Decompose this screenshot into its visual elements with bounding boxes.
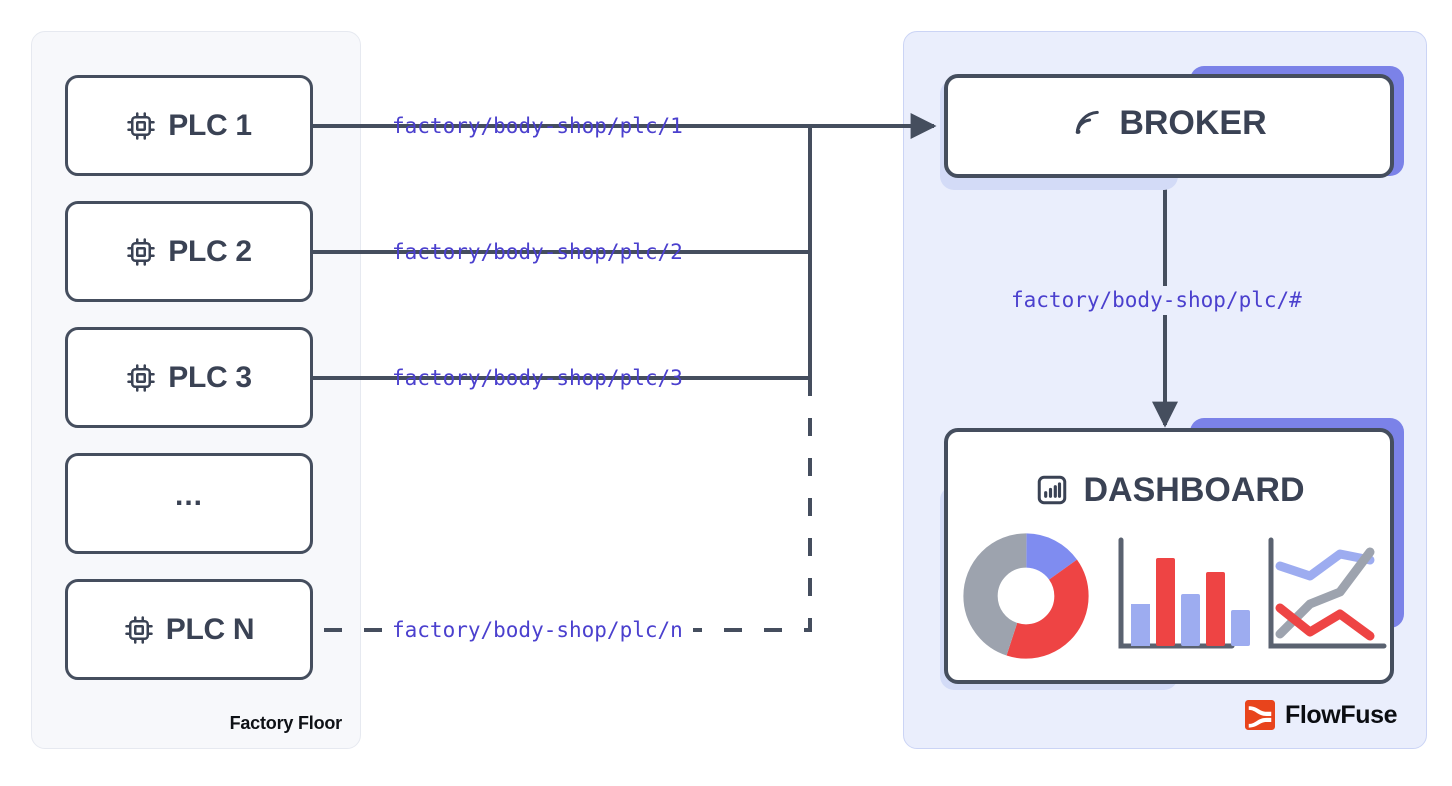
flowfuse-logo-icon [1245, 700, 1275, 730]
plc-card-3[interactable]: PLC 3 [65, 327, 313, 428]
line-series-blue [1275, 549, 1375, 581]
plc-card-label: PLC 1 [168, 108, 252, 142]
cpu-icon [126, 237, 156, 267]
topic-label-plc1: factory/body-shop/plc/1 [392, 114, 683, 138]
bar-3 [1181, 594, 1200, 646]
flowfuse-logo: FlowFuse [1245, 700, 1397, 730]
bar-4 [1206, 572, 1225, 646]
topic-label-plc3: factory/body-shop/plc/3 [392, 366, 683, 390]
plc-card-label: PLC N [165, 612, 255, 646]
plc-card-1[interactable]: PLC 1 [65, 75, 313, 176]
line-chart [1264, 536, 1389, 656]
bar-1 [1131, 604, 1150, 646]
dashboard-title-row: DASHBOARD [948, 472, 1390, 508]
plc-card-label: PLC 3 [168, 360, 252, 394]
rss-signal-icon [1071, 106, 1105, 140]
plc-card-label: ... [174, 478, 203, 512]
topic-label-plcn: factory/body-shop/plc/n [382, 620, 693, 641]
donut-slice-gray [963, 533, 1089, 659]
plc-card-2[interactable]: PLC 2 [65, 201, 313, 302]
topic-label-subscribe: factory/body-shop/plc/# [1003, 286, 1310, 315]
broker-card[interactable]: BROKER [944, 74, 1394, 178]
dashboard-charts-row [963, 533, 1387, 659]
plc-card-ellipsis: ... [65, 453, 313, 554]
bar-5 [1231, 610, 1250, 646]
dashboard-node[interactable]: DASHBOARD [934, 418, 1404, 700]
bar-chart-icon [1034, 472, 1070, 508]
dashboard-label: DASHBOARD [1083, 471, 1305, 509]
broker-title-row: BROKER [948, 106, 1390, 140]
bar-chart [1114, 536, 1250, 656]
broker-label: BROKER [1119, 104, 1267, 142]
line-series-red [1275, 603, 1375, 641]
factory-floor-caption: Factory Floor [229, 713, 343, 733]
donut-chart [963, 533, 1089, 659]
dashboard-card[interactable]: DASHBOARD [944, 428, 1394, 684]
line-chart-axes [1268, 537, 1387, 649]
donut-slice-red [963, 533, 1089, 659]
cpu-icon [124, 615, 154, 645]
bar-2 [1156, 558, 1175, 646]
plc-card-n[interactable]: PLC N [65, 579, 313, 680]
topic-label-plc2: factory/body-shop/plc/2 [392, 240, 683, 264]
cpu-icon [126, 111, 156, 141]
cpu-icon [126, 363, 156, 393]
plc-card-label: PLC 2 [168, 234, 252, 268]
wire-plc-n-dashed [313, 378, 812, 632]
broker-node[interactable]: BROKER [934, 66, 1404, 190]
flowfuse-wordmark: FlowFuse [1285, 700, 1398, 729]
